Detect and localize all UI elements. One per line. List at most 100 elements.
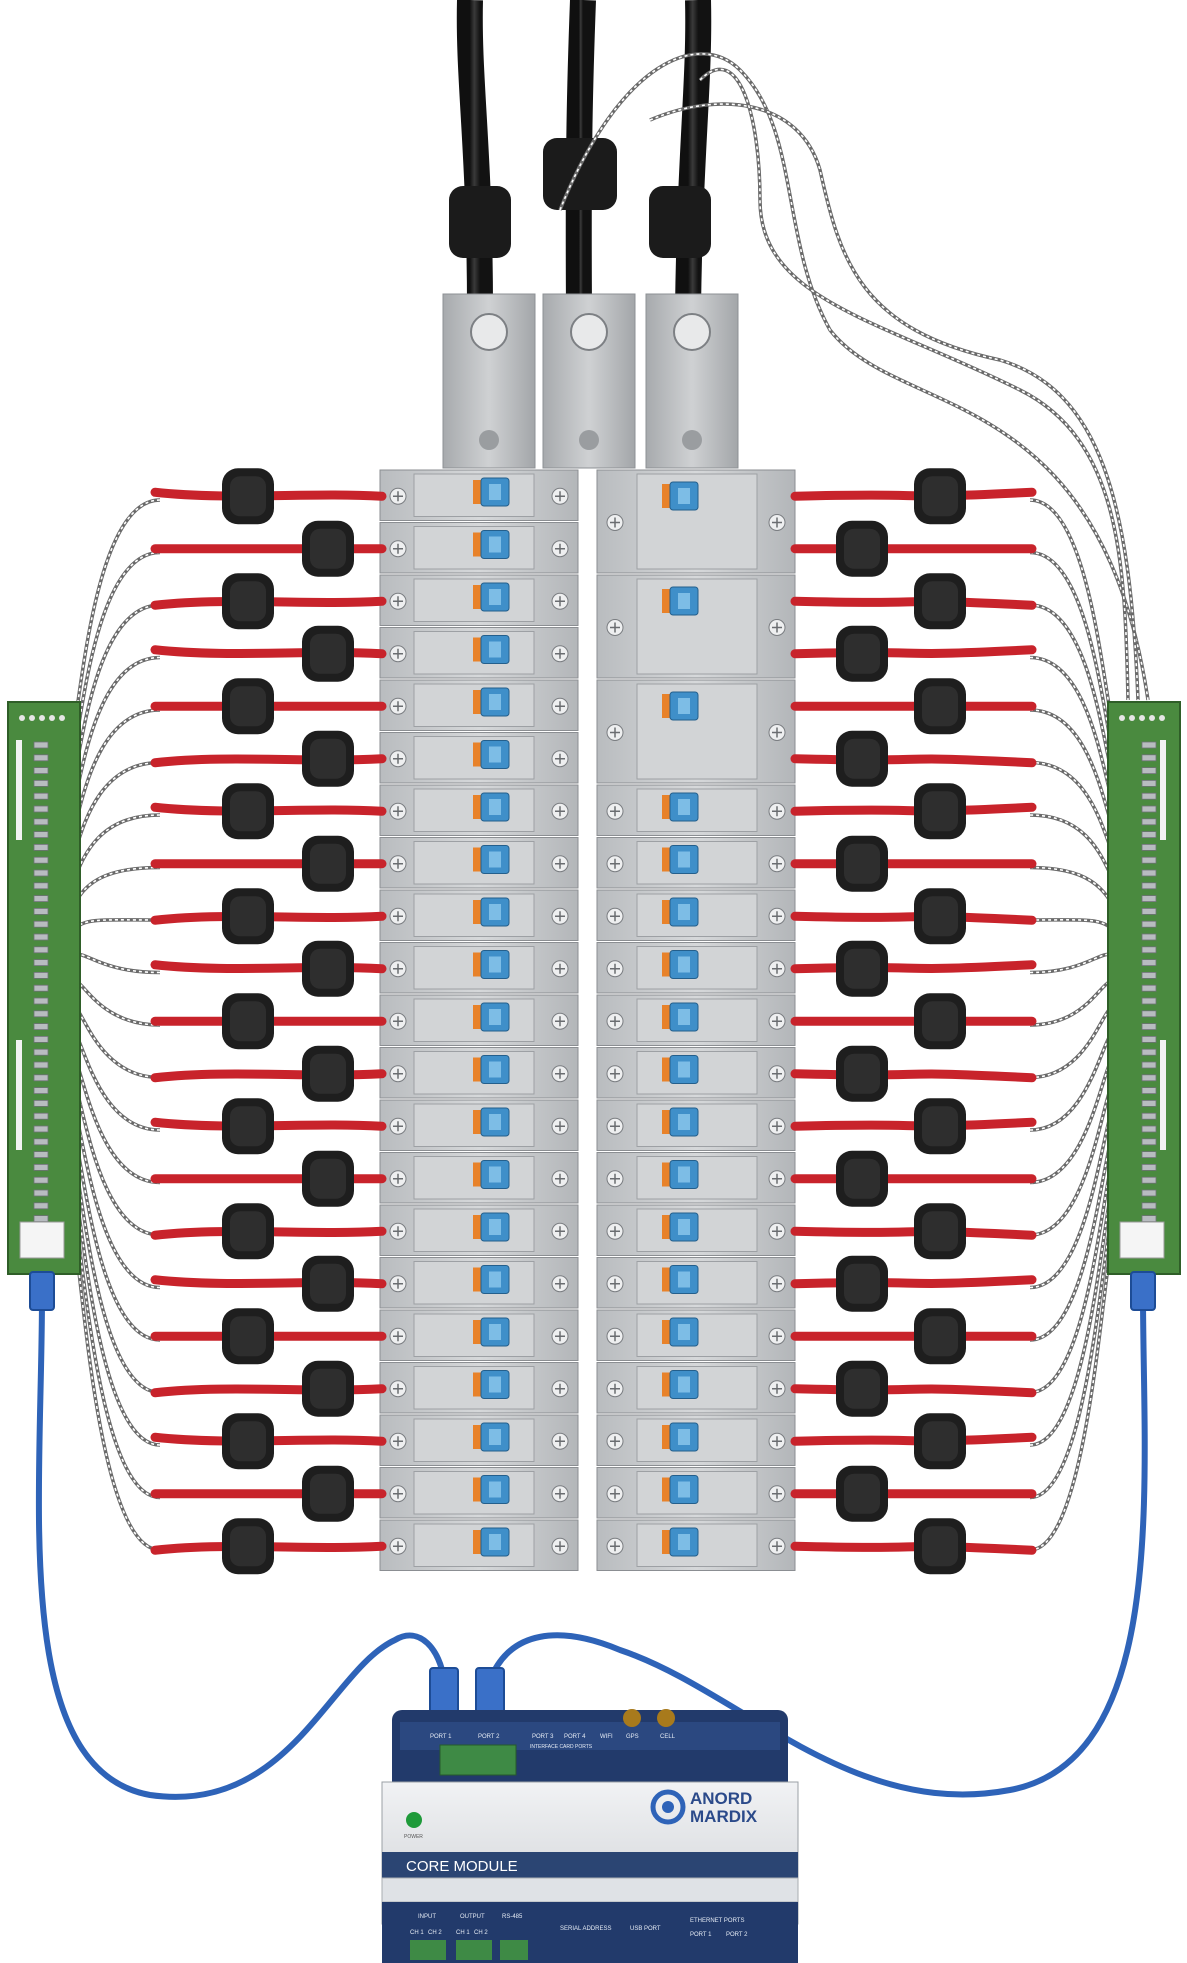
current-transformer-right-12	[836, 1045, 888, 1102]
branch-circuit-right-17	[790, 1308, 1037, 1365]
breaker-left-9	[379, 889, 579, 941]
breaker-right-1	[596, 469, 796, 574]
port3-label: PORT 3	[532, 1734, 554, 1740]
breaker-right-7	[596, 942, 796, 994]
breaker-left-15	[379, 1204, 579, 1256]
terminal-blocks	[410, 1940, 528, 1960]
port2-label: PORT 2	[478, 1734, 500, 1740]
current-transformer-right-1	[914, 468, 966, 525]
breaker-right-15	[596, 1362, 796, 1414]
breaker-right-17	[596, 1467, 796, 1519]
current-transformer-right-9	[914, 888, 966, 945]
port1-label: PORT 1	[430, 1734, 452, 1740]
serial-address-label: SERIAL ADDRESS	[560, 1926, 611, 1932]
current-transformer-left-8	[302, 835, 354, 892]
current-transformer-left-20	[302, 1465, 354, 1522]
branch-cables	[150, 468, 1037, 1575]
branch-circuit-right-3	[790, 573, 1037, 630]
ct-interface-board-left	[7, 701, 81, 1275]
output-ch1-label: CH 1	[456, 1930, 470, 1936]
breaker-left-1	[379, 469, 579, 521]
gps-label: GPS	[626, 1734, 639, 1740]
branch-circuit-left-19	[150, 1413, 387, 1470]
breaker-left-8	[379, 837, 579, 889]
breaker-left-10	[379, 942, 579, 994]
usb-port-label: USB PORT	[630, 1926, 661, 1932]
current-transformer-left-14	[302, 1150, 354, 1207]
input-ch2-label: CH 2	[428, 1930, 442, 1936]
breaker-right-6	[596, 889, 796, 941]
branch-circuit-right-10	[790, 940, 1037, 997]
branch-circuit-left-18	[150, 1360, 387, 1417]
branch-circuit-left-2	[150, 520, 387, 577]
breaker-right-8	[596, 994, 796, 1046]
current-transformer-right-15	[914, 1203, 966, 1260]
branch-circuit-left-10	[150, 940, 387, 997]
current-transformer-right-4	[836, 625, 888, 682]
anord-mardix-logo	[650, 1789, 686, 1825]
power-label: POWER	[404, 1834, 423, 1840]
branch-circuit-left-8	[150, 835, 387, 892]
current-transformer-left-10	[302, 940, 354, 997]
breaker-left-12	[379, 1047, 579, 1099]
breaker-right-3	[596, 679, 796, 784]
branch-circuit-right-2	[790, 520, 1037, 577]
current-transformer-left-11	[222, 993, 274, 1050]
output-ch2-label: CH 2	[474, 1930, 488, 1936]
branch-circuit-left-7	[150, 783, 387, 840]
breaker-right-14	[596, 1309, 796, 1361]
breaker-left-4	[379, 627, 579, 679]
branch-circuit-right-14	[790, 1150, 1037, 1207]
current-transformer-left-21	[222, 1518, 274, 1575]
output-label: OUTPUT	[460, 1914, 485, 1920]
current-transformer-right-19	[914, 1413, 966, 1470]
input-ch1-label: CH 1	[410, 1930, 424, 1936]
input-label: INPUT	[418, 1914, 436, 1920]
branch-circuit-right-15	[790, 1203, 1037, 1260]
current-transformer-left-12	[302, 1045, 354, 1102]
current-transformer-left-17	[222, 1308, 274, 1365]
current-transformer-left-6	[302, 730, 354, 787]
ethernet-ports-label: ETHERNET PORTS	[690, 1918, 744, 1924]
breaker-left-21	[379, 1519, 579, 1571]
branch-circuit-left-14	[150, 1150, 387, 1207]
current-transformer-left-15	[222, 1203, 274, 1260]
branch-circuit-right-13	[790, 1098, 1037, 1155]
current-transformer-right-2	[836, 520, 888, 577]
current-transformer-right-6	[836, 730, 888, 787]
core-module	[381, 1709, 799, 1963]
current-transformer-right-5	[914, 678, 966, 735]
breaker-right-12	[596, 1204, 796, 1256]
current-transformer-right-16	[836, 1255, 888, 1312]
branch-circuit-left-9	[150, 888, 387, 945]
breaker-right-18	[596, 1519, 796, 1571]
branch-circuit-right-4	[790, 625, 1037, 682]
branch-circuit-left-6	[150, 730, 387, 787]
breaker-right-2	[596, 574, 796, 679]
current-transformer-right-11	[914, 993, 966, 1050]
breaker-left-18	[379, 1362, 579, 1414]
ethernet-cables	[29, 1271, 1156, 1800]
breaker-left-16	[379, 1257, 579, 1309]
cell-label: CELL	[660, 1734, 676, 1740]
breaker-left-11	[379, 994, 579, 1046]
ethernet-port2-label: PORT 2	[726, 1932, 748, 1938]
branch-circuit-left-16	[150, 1255, 387, 1312]
breaker-right-13	[596, 1257, 796, 1309]
breaker-left-5	[379, 679, 579, 731]
branch-circuit-left-17	[150, 1308, 387, 1365]
branch-circuit-right-19	[790, 1413, 1037, 1470]
branch-circuit-right-21	[790, 1518, 1037, 1575]
current-transformer-left-5	[222, 678, 274, 735]
current-transformer-right-8	[836, 835, 888, 892]
core-module-title: CORE MODULE	[406, 1858, 518, 1875]
current-transformer-right-7	[914, 783, 966, 840]
branch-circuit-right-16	[790, 1255, 1037, 1312]
branch-circuit-left-12	[150, 1045, 387, 1102]
breaker-right-16	[596, 1414, 796, 1466]
ct-interface-board-right	[1107, 701, 1181, 1275]
current-transformer-right-14	[836, 1150, 888, 1207]
breaker-left-7	[379, 784, 579, 836]
branch-circuit-right-9	[790, 888, 1037, 945]
